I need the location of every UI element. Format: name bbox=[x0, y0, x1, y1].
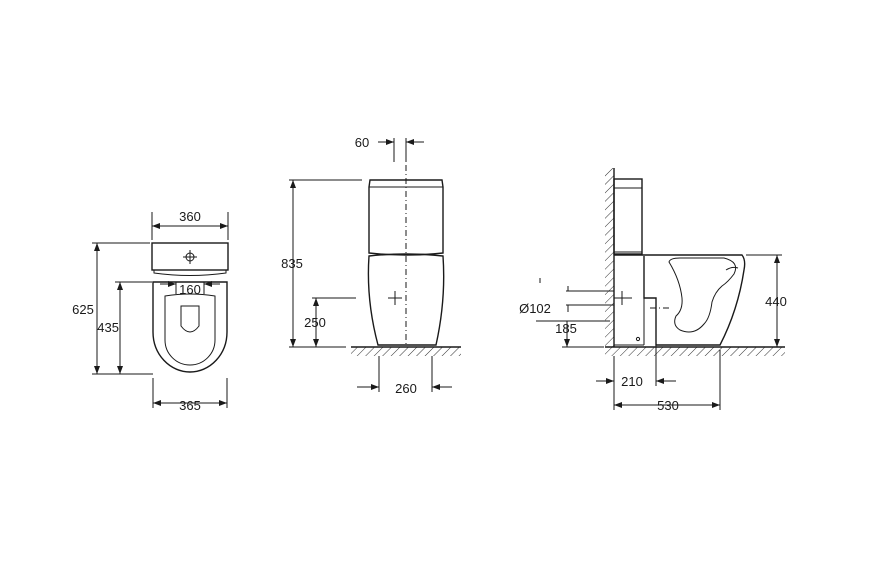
dim-setout: 210 bbox=[621, 374, 643, 389]
dim-tank-width: 360 bbox=[179, 209, 201, 224]
dim-overall-projection: 530 bbox=[657, 398, 679, 413]
front-cistern bbox=[368, 179, 444, 256]
dim-seat-depth: 435 bbox=[97, 320, 119, 335]
dim-inlet-height: 250 bbox=[304, 315, 326, 330]
dim-cistern-offset: 60 bbox=[355, 135, 369, 150]
top-cistern-outline bbox=[151, 242, 229, 271]
dim-waste-height: 185 bbox=[555, 321, 577, 336]
top-bowl-outer bbox=[152, 281, 228, 373]
waste-crosshair bbox=[614, 291, 672, 309]
top-view: 360 160 625 435 365 bbox=[72, 209, 229, 413]
side-cistern bbox=[613, 178, 643, 255]
crosshair-icon bbox=[183, 250, 197, 264]
side-trapway bbox=[668, 257, 737, 333]
front-view: 60 835 250 260 bbox=[281, 135, 461, 396]
top-seat bbox=[164, 293, 216, 366]
dim-overall-depth: 625 bbox=[72, 302, 94, 317]
dim-overall-height: 835 bbox=[281, 256, 303, 271]
dim-inlet-spacing: 160 bbox=[179, 282, 201, 297]
side-view: Ø102 185 440 210 530 bbox=[519, 168, 787, 413]
dim-waste-diameter: Ø102 bbox=[519, 301, 551, 316]
front-inlet-crosshair bbox=[388, 291, 402, 305]
top-cistern-lower bbox=[153, 270, 227, 276]
dim-rim-height: 440 bbox=[765, 294, 787, 309]
front-pan bbox=[367, 253, 445, 346]
side-pan bbox=[614, 254, 746, 346]
top-seat-opening bbox=[180, 305, 200, 333]
dim-bowl-width: 365 bbox=[179, 398, 201, 413]
dim-base-width: 260 bbox=[395, 381, 417, 396]
